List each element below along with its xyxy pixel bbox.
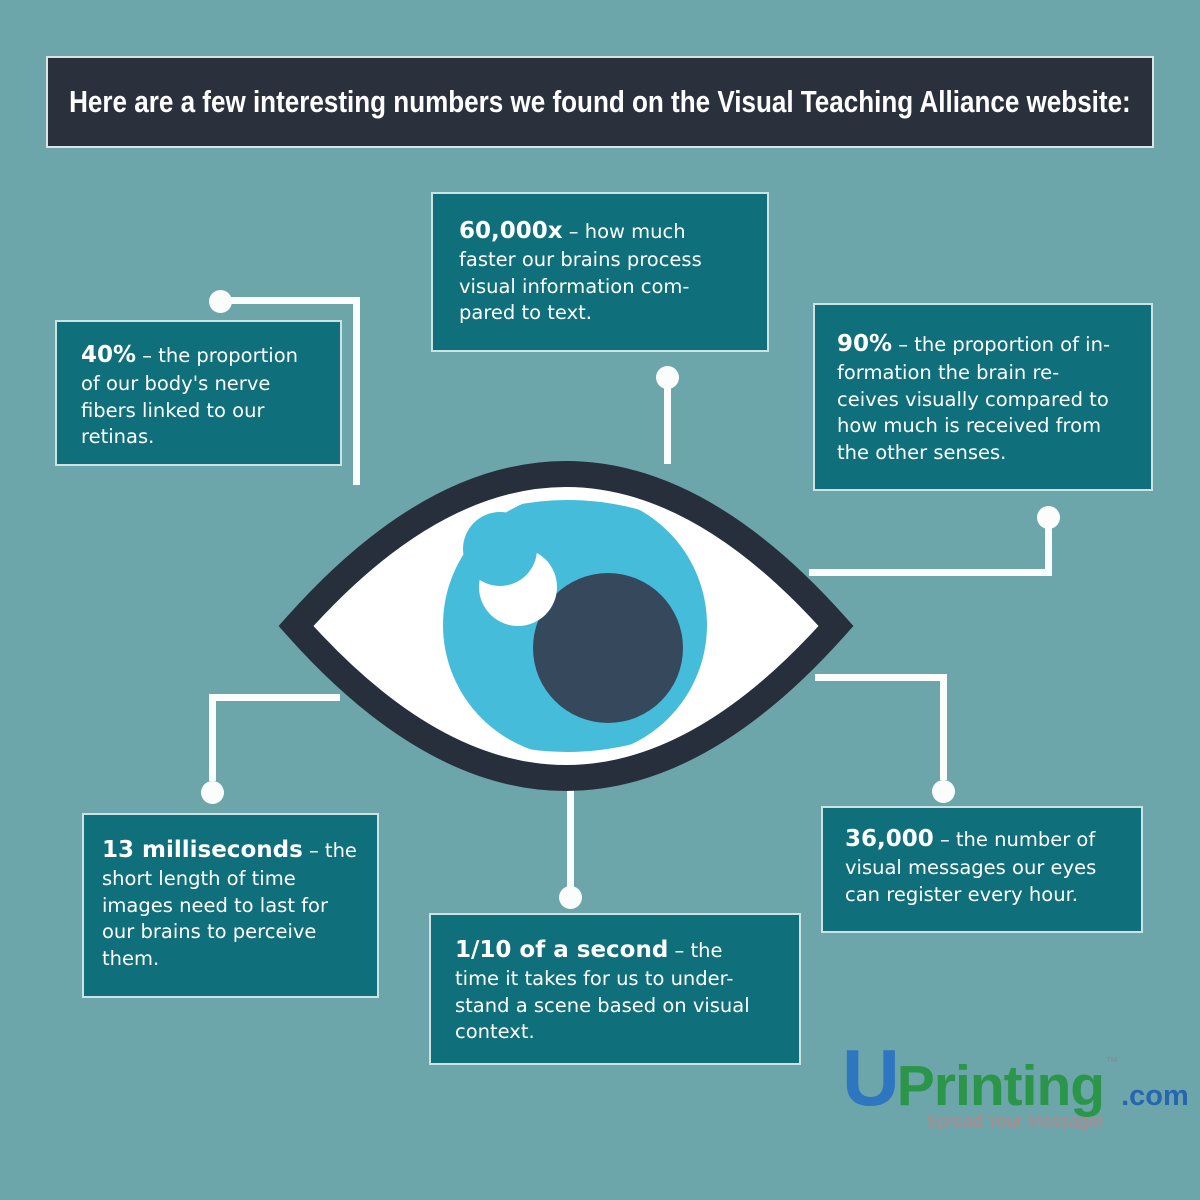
connector-line-40-vertical — [353, 297, 360, 485]
stat-text: 36,000 – the number of visual messages o… — [845, 824, 1131, 908]
uprinting-logo: U Printing ™ .com Spread Your Message! — [842, 1033, 1189, 1132]
stat-box-brain-processing-speed: 60,000x – how much faster our brains pro… — [431, 192, 769, 352]
eye-illustration — [278, 461, 854, 791]
page-title: Here are a few interesting numbers we fo… — [69, 84, 1131, 119]
stat-description: – the number of visual messages our eyes… — [845, 828, 1097, 906]
stat-number: 40% — [81, 342, 137, 368]
logo-row: U Printing ™ .com — [842, 1033, 1189, 1122]
logo-printing-text: Printing — [896, 1054, 1105, 1118]
connector-line-36000-vertical — [940, 674, 947, 780]
stat-box-visual-messages-per-hour: 36,000 – the number of visual messages o… — [821, 806, 1143, 933]
connector-line-13ms-horizontal — [209, 694, 340, 701]
stat-text: 90% – the proportion of in- formation th… — [837, 329, 1139, 466]
connector-dot-60000x — [656, 366, 679, 389]
stat-text: 60,000x – how much faster our brains pro… — [459, 216, 753, 327]
stat-text: 13 milliseconds – the short length of ti… — [102, 835, 367, 972]
stat-number: 36,000 — [845, 826, 934, 852]
connector-line-90-vertical — [1045, 514, 1052, 576]
logo-letter-u: U — [842, 1033, 900, 1122]
stat-number: 1/10 of a second — [455, 937, 669, 963]
logo-com-text: .com — [1121, 1080, 1189, 1112]
stat-number: 60,000x — [459, 218, 563, 244]
stat-description: – the proportion of our body's nerve fib… — [81, 344, 298, 449]
connector-line-90-horizontal — [809, 569, 1052, 576]
connector-line-tenth-second-vertical — [567, 789, 574, 887]
stat-box-nerve-fibers: 40% – the proportion of our body's nerve… — [55, 320, 342, 466]
connector-line-13ms-vertical — [209, 694, 216, 781]
stat-box-image-perception-time: 13 milliseconds – the short length of ti… — [82, 813, 379, 998]
stat-description: – the proportion of in- formation the br… — [837, 333, 1110, 464]
stat-number: 90% — [837, 331, 893, 357]
eye-pupil — [533, 573, 683, 723]
logo-tagline: Spread Your Message! — [926, 1111, 1104, 1131]
stat-text: 40% – the proportion of our body's nerve… — [81, 340, 328, 451]
connector-dot-36000 — [932, 780, 955, 803]
stat-box-visual-information-share: 90% – the proportion of in- formation th… — [813, 303, 1153, 491]
connector-line-40-horizontal — [220, 297, 360, 304]
stat-number: 13 milliseconds — [102, 837, 303, 863]
stat-text: 1/10 of a second – the time it takes for… — [455, 935, 787, 1046]
connector-dot-tenth-second — [559, 886, 582, 909]
connector-dot-13ms — [201, 781, 224, 804]
connector-line-60000x-vertical — [664, 384, 671, 464]
stat-description: – the short length of time images need t… — [102, 839, 357, 970]
stat-description: – how much faster our brains process vis… — [459, 220, 702, 325]
stat-box-scene-understanding-time: 1/10 of a second – the time it takes for… — [429, 913, 801, 1065]
connector-line-36000-horizontal — [815, 674, 947, 681]
stat-description: – the time it takes for us to under- sta… — [455, 939, 750, 1044]
eye-highlight-bite — [463, 512, 537, 586]
header-banner: Here are a few interesting numbers we fo… — [46, 56, 1154, 148]
logo-trademark-symbol: ™ — [1105, 1054, 1119, 1069]
